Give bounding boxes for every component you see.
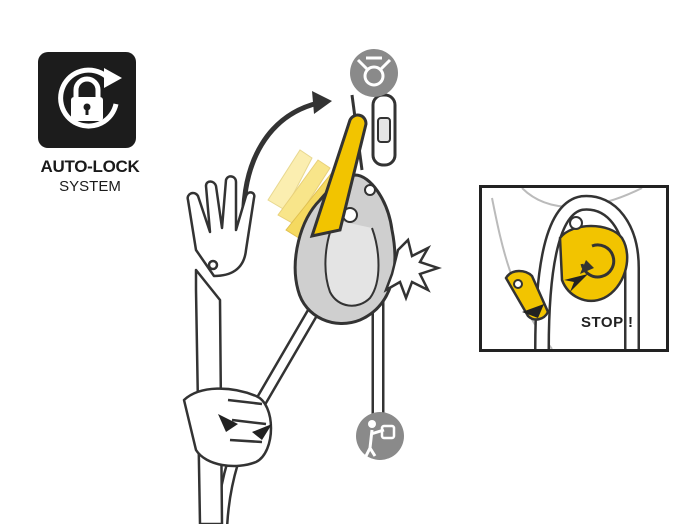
auto-lock-badge — [38, 52, 136, 148]
detail-inset — [479, 185, 669, 352]
badge-title: AUTO-LOCK — [40, 157, 140, 176]
anchor-point-icon — [350, 49, 398, 97]
open-hand — [186, 175, 256, 524]
cam-detail-illustration — [491, 188, 643, 349]
yellow-cam — [558, 224, 629, 303]
badge-subtitle: SYSTEM — [59, 178, 121, 195]
squeeze-arrow-right — [252, 424, 272, 440]
rotating-padlock-icon — [58, 67, 122, 129]
yellow-handle — [309, 113, 368, 239]
stop-label: STOP ! — [581, 314, 634, 331]
impact-burst — [383, 237, 442, 302]
squeeze-arrow-left — [218, 414, 238, 432]
load-person-icon — [356, 412, 404, 460]
